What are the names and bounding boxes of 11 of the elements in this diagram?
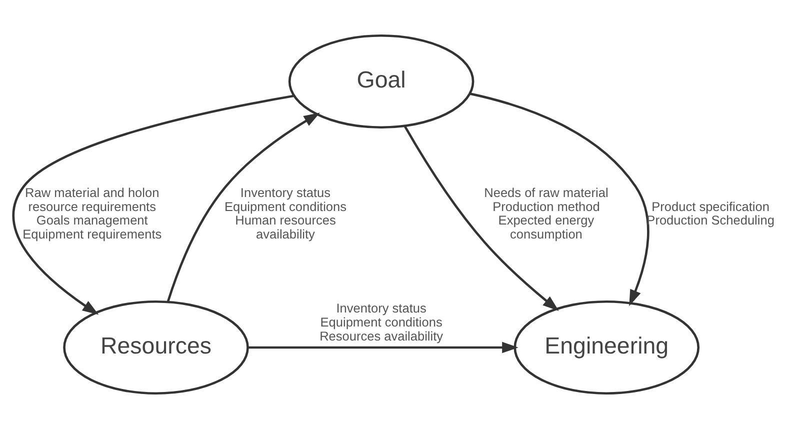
edge-label: Inventory status Equipment conditions Resources availability <box>320 300 444 344</box>
arrow <box>166 112 320 302</box>
edge-label: Raw material and holon resource requirements Goals management Equipment requirements <box>22 184 162 242</box>
node-ellipse: Engineering <box>514 300 700 395</box>
arrow <box>470 92 650 306</box>
arrow <box>12 94 294 315</box>
arrow <box>404 125 559 312</box>
edge-label: Inventory status Equipment conditions Human resources availability <box>224 184 347 242</box>
node-ellipse: Goal <box>288 34 474 129</box>
edge-label: Needs of raw material Production method Expected energy consumption <box>484 184 608 242</box>
arrow <box>248 342 518 354</box>
